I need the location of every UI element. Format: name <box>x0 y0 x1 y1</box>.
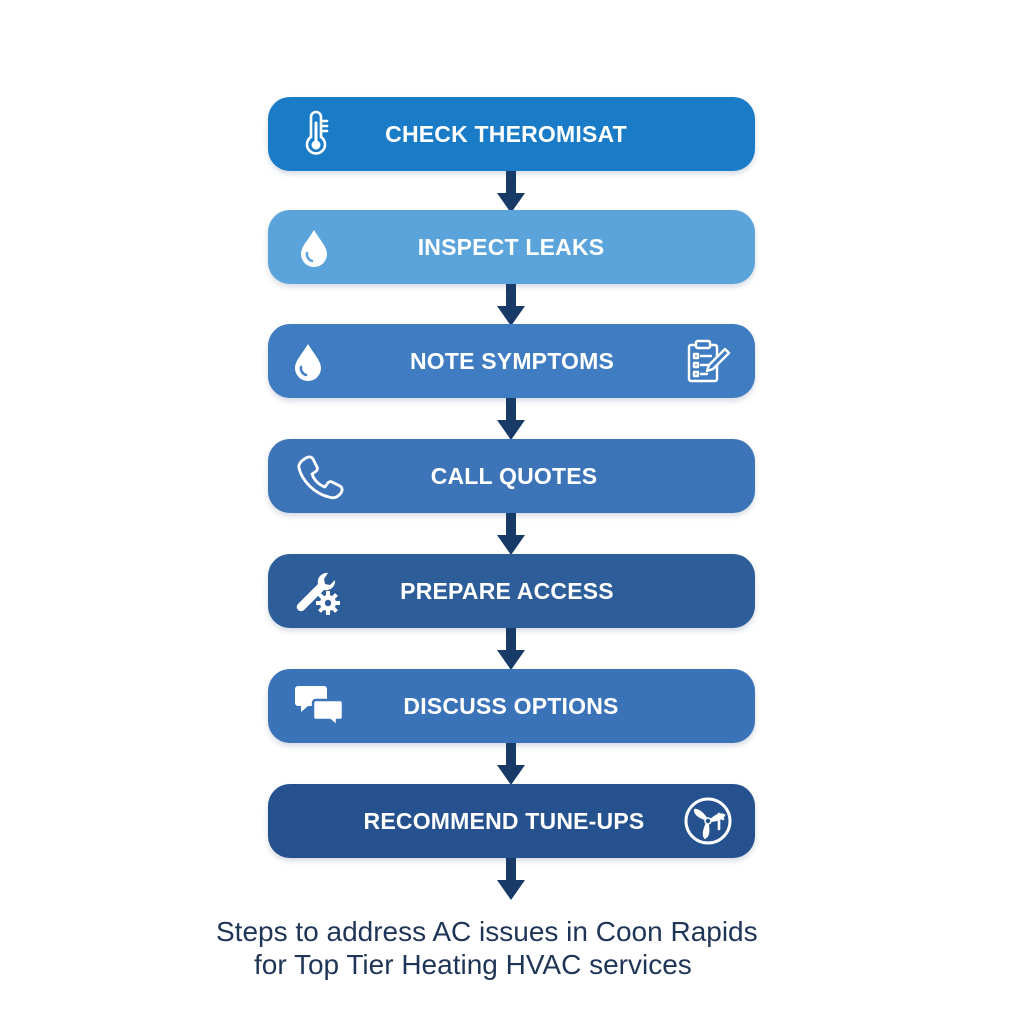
wrench-gear-icon <box>292 567 344 619</box>
caption-line-2: for Top Tier Heating HVAC services <box>254 949 692 980</box>
step-label: NOTE SYMPTOMS <box>409 348 615 374</box>
step-check-thermostat: CHECK THEROMISAT <box>268 97 755 171</box>
step-label: DISCUSS OPTIONS <box>403 693 619 719</box>
step-call-quotes: CALL QUOTES <box>268 439 755 513</box>
arrow-down-icon <box>497 743 525 787</box>
fan-icon <box>682 795 734 847</box>
arrow-down-icon <box>497 628 525 672</box>
arrow-down-icon <box>497 171 525 215</box>
water-drop-icon <box>288 221 340 273</box>
step-label: CALL QUOTES <box>430 463 598 489</box>
step-label: PREPARE ACCESS <box>400 578 614 604</box>
caption-line-1: Steps to address AC issues in Coon Rapid… <box>216 916 758 947</box>
step-recommend-tune-ups: RECOMMEND TUNE-UPS <box>268 784 755 858</box>
arrow-down-icon <box>497 513 525 557</box>
clipboard-pencil-icon <box>681 335 733 387</box>
arrow-down-icon <box>497 858 525 902</box>
step-label: RECOMMEND TUNE-UPS <box>363 808 645 834</box>
step-label: INSPECT LEAKS <box>417 234 605 260</box>
step-label: CHECK THEROMISAT <box>385 121 627 147</box>
step-prepare-access: PREPARE ACCESS <box>268 554 755 628</box>
thermometer-icon <box>290 108 342 160</box>
step-discuss-options: DISCUSS OPTIONS <box>268 669 755 743</box>
arrow-down-icon <box>497 284 525 328</box>
step-inspect-leaks: INSPECT LEAKS <box>268 210 755 284</box>
step-note-symptoms: NOTE SYMPTOMS <box>268 324 755 398</box>
water-drop-icon <box>282 335 334 387</box>
arrow-down-icon <box>497 398 525 442</box>
phone-icon <box>294 450 346 502</box>
chat-bubbles-icon <box>294 680 346 732</box>
